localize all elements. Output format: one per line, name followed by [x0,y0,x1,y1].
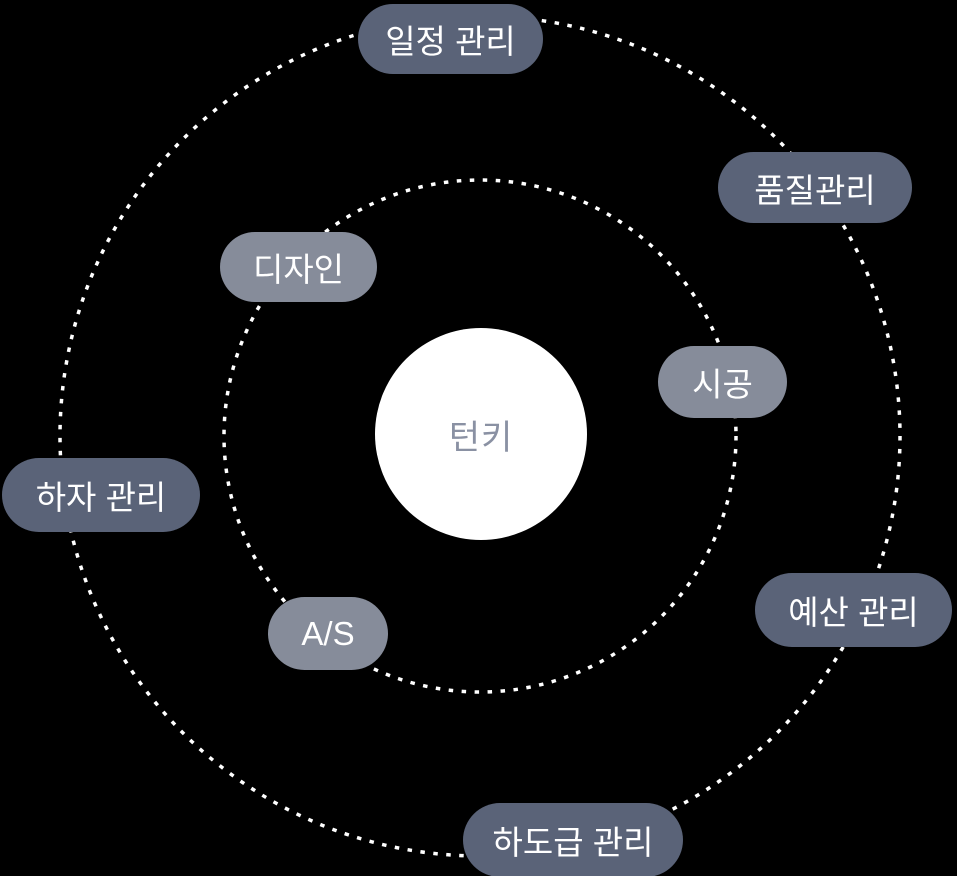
node-design-label: 디자인 [252,251,345,288]
inner-orbit-circle [222,178,738,694]
node-quality-management: 품질관리 [718,152,912,223]
node-subcontract-management: 하도급 관리 [463,803,683,876]
node-budget-management-label: 예산 관리 [788,594,919,631]
node-after-service-label: A/S [301,614,355,652]
center-hub-label: 턴키 [448,418,514,457]
node-construction: 시공 [658,346,787,418]
node-defect-management-label: 하자 관리 [35,479,167,516]
center-hub-circle: 턴키 [375,328,587,540]
node-after-service: A/S [268,597,388,670]
node-defect-management: 하자 관리 [2,458,200,532]
node-quality-management-label: 품질관리 [754,171,876,209]
node-subcontract-management-label: 하도급 관리 [492,824,654,861]
node-schedule-management-label: 일정 관리 [385,23,516,60]
node-construction-label: 시공 [692,366,753,403]
node-schedule-management: 일정 관리 [358,4,543,74]
node-design: 디자인 [220,232,377,302]
node-budget-management: 예산 관리 [755,573,952,647]
